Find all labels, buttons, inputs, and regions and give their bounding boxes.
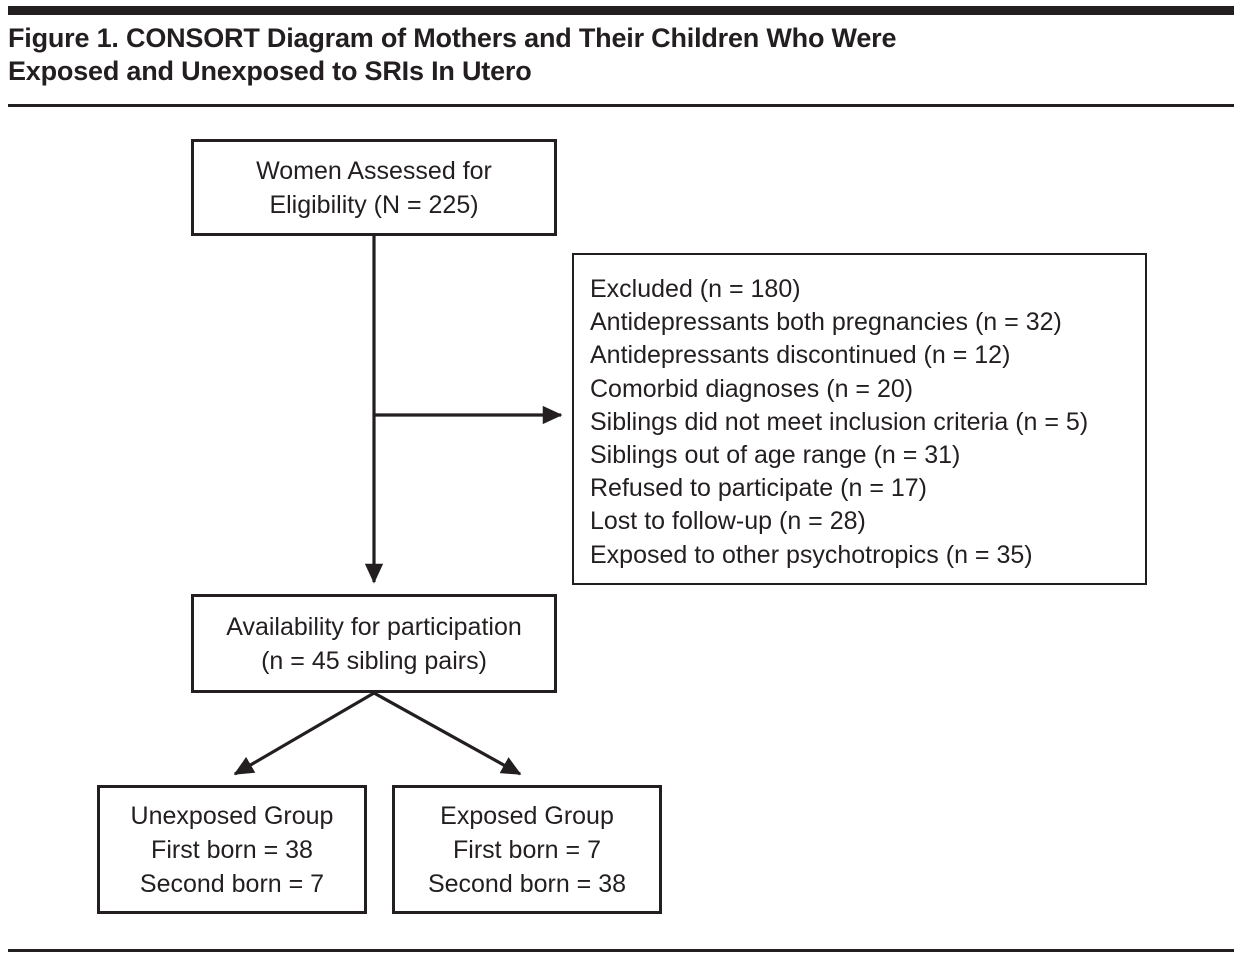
title-divider-rule [8, 104, 1234, 107]
top-rule [8, 6, 1234, 15]
node-excluded-line-2: Antidepressants both pregnancies (n = 32… [590, 308, 1062, 337]
node-availability-line-2: (n = 45 sibling pairs) [261, 646, 487, 675]
node-unexposed-group-line-1: Unexposed Group [130, 801, 334, 830]
figure-title-line-1: Figure 1. CONSORT Diagram of Mothers and… [8, 23, 897, 53]
node-unexposed-group-line-3: Second born = 7 [139, 869, 325, 898]
edge-availability-to-unexposed [233, 691, 375, 776]
node-unexposed-group: Unexposed Group First born = 38 Second b… [97, 785, 367, 914]
figure-title: Figure 1. CONSORT Diagram of Mothers and… [8, 22, 1158, 88]
node-exposed-group: Exposed Group First born = 7 Second born… [392, 785, 662, 914]
node-exposed-group-line-2: First born = 7 [453, 835, 601, 864]
node-excluded-line-8: Lost to follow-up (n = 28) [590, 507, 866, 536]
node-exposed-group-line-3: Second born = 38 [427, 869, 627, 898]
node-excluded-line-1: Excluded (n = 180) [590, 275, 801, 303]
node-availability: Availability for participation (n = 45 s… [191, 594, 557, 693]
bottom-rule [8, 949, 1234, 952]
node-women-assessed-line-1: Women Assessed for [256, 156, 492, 185]
edge-availability-to-exposed [373, 691, 522, 776]
node-excluded-line-4: Comorbid diagnoses (n = 20) [590, 374, 914, 403]
node-women-assessed: Women Assessed for Eligibility (N = 225) [191, 139, 557, 236]
node-excluded-line-6: Siblings out of age range (n = 31) [590, 441, 961, 470]
node-excluded-line-3: Antidepressants discontinued (n = 12) [590, 341, 1011, 370]
node-women-assessed-line-2: Eligibility (N = 225) [269, 190, 479, 219]
figure-title-line-2: Exposed and Unexposed to SRIs In Utero [8, 56, 532, 86]
node-excluded: Excluded (n = 180) Antidepressants both … [572, 253, 1147, 585]
node-excluded-line-7: Refused to participate (n = 17) [590, 474, 927, 503]
node-availability-line-1: Availability for participation [226, 612, 522, 641]
node-unexposed-group-line-2: First born = 38 [151, 835, 313, 864]
node-excluded-line-5: Siblings did not meet inclusion criteria… [590, 407, 1089, 436]
node-exposed-group-line-1: Exposed Group [440, 801, 614, 830]
node-excluded-line-9: Exposed to other psychotropics (n = 35) [590, 540, 1033, 569]
